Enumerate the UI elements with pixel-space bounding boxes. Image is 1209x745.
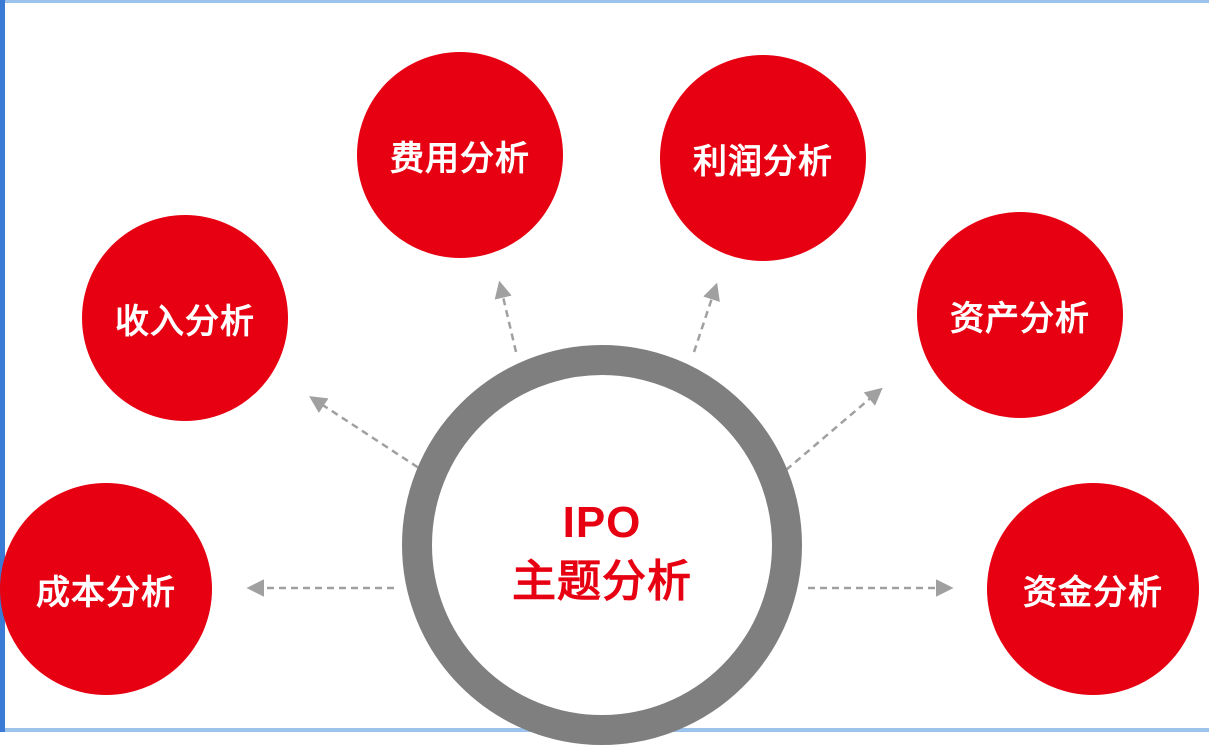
node-capital-analysis-label: 资金分析 [1023,573,1163,612]
center-hub-label-line1: IPO [562,498,642,547]
center-hub-ring: IPO 主题分析 [402,345,802,745]
frame-left-border [0,0,5,732]
node-cost-analysis: 成本分析 [0,483,212,695]
node-revenue-analysis: 收入分析 [82,215,288,421]
node-asset-analysis: 资产分析 [917,212,1123,418]
arrow-to-profit [692,282,720,353]
node-capital-analysis: 资金分析 [987,483,1199,695]
arrow-to-expense [494,280,518,353]
node-revenue-analysis-label: 收入分析 [115,302,255,341]
frame-top-border [0,0,1209,3]
arrow-to-revenue [309,396,429,476]
center-hub-label: IPO 主题分析 [432,493,772,612]
node-asset-analysis-label: 资产分析 [950,299,1090,338]
node-expense-analysis: 费用分析 [357,52,563,258]
node-profit-analysis: 利润分析 [660,55,866,261]
center-hub-label-line2: 主题分析 [512,557,692,607]
node-cost-analysis-label: 成本分析 [36,573,176,612]
arrow-to-asset [785,387,883,471]
node-profit-analysis-label: 利润分析 [693,142,833,181]
node-expense-analysis-label: 费用分析 [390,139,530,178]
